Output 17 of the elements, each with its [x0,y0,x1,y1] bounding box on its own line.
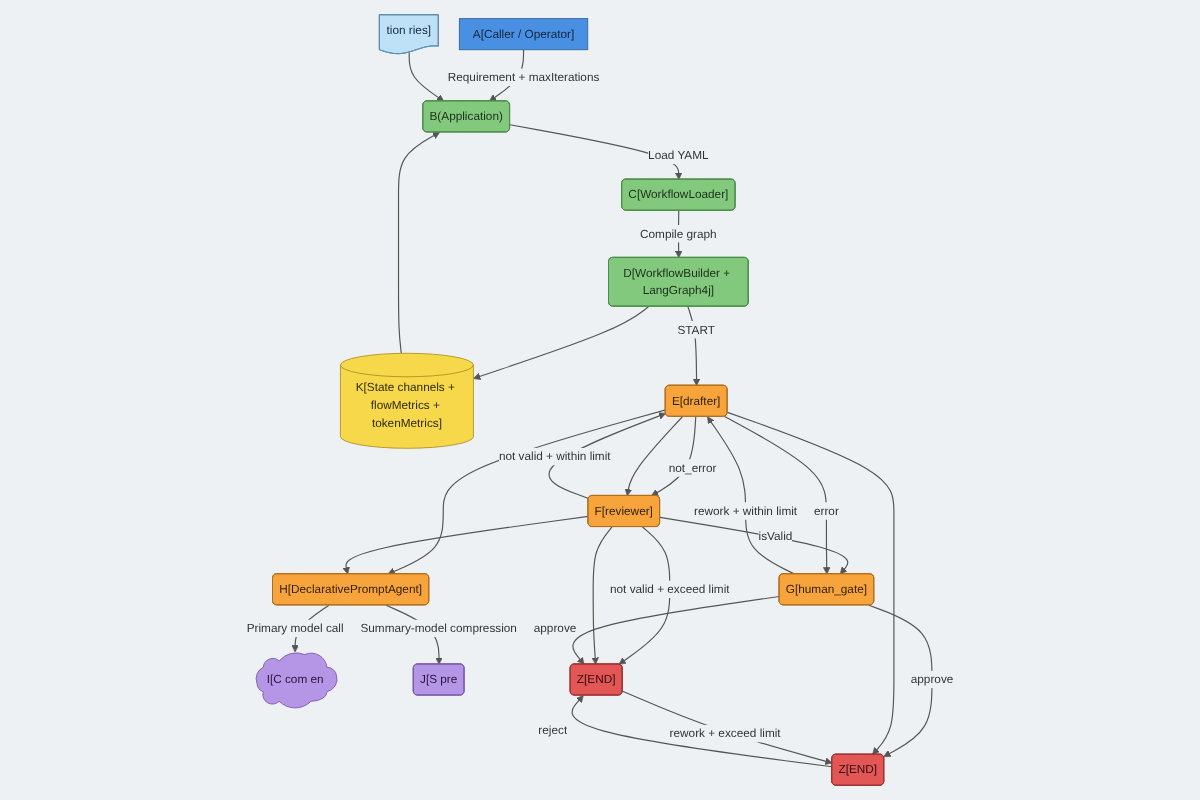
arrow [571,695,833,768]
arrow [397,132,440,354]
arrow [591,526,613,665]
arrow [726,411,895,755]
arrow [651,416,697,497]
arrow [624,416,683,497]
arrow [868,604,933,757]
arrow [724,415,831,575]
arrow [572,595,781,665]
arrow [707,416,796,575]
arrow [342,515,589,575]
arrow [687,306,701,386]
arrow [622,690,833,765]
arrow [618,526,671,665]
arrow [659,516,849,575]
arrow [473,306,650,380]
arrow [408,51,445,102]
